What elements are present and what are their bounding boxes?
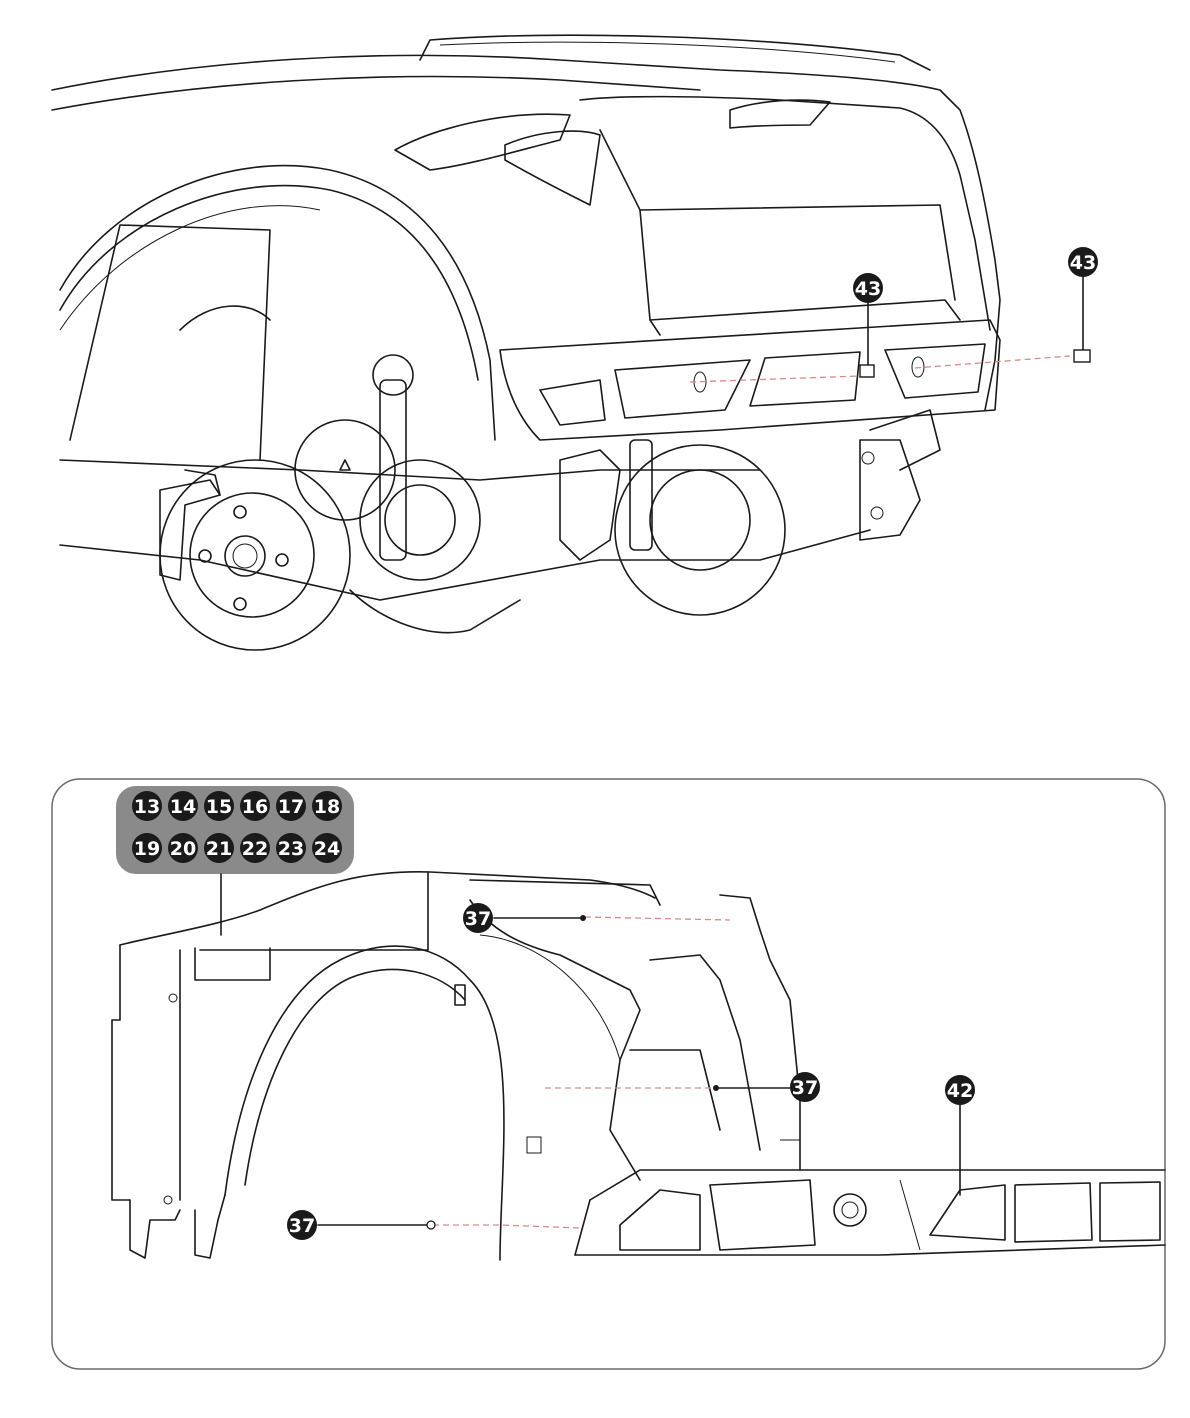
callout-label: 24 <box>314 838 340 860</box>
callout-badge: 43 <box>853 273 883 303</box>
callout-badge: 37 <box>287 1210 436 1240</box>
callout-label: 14 <box>170 796 196 818</box>
guide-line-bumper-center <box>689 375 861 383</box>
callout-label: 20 <box>170 838 196 860</box>
brake-disc <box>159 459 351 651</box>
callout-group-row-1: 13 14 15 16 17 18 <box>132 791 342 821</box>
callout-label: 23 <box>278 838 304 860</box>
callout-label: 13 <box>134 796 160 818</box>
detail-panel-frame <box>51 778 1166 1370</box>
bumper-cutout-middle <box>749 351 861 407</box>
guide-line-upper <box>584 916 731 921</box>
shock-absorber-right <box>629 439 653 551</box>
callout-label: 37 <box>465 908 491 930</box>
bumper-cutout-right <box>884 343 986 399</box>
callout-label: 17 <box>278 796 304 818</box>
callout-label: 43 <box>1070 252 1096 274</box>
vehicle-rear-illustration <box>51 34 1001 651</box>
callout-label: 37 <box>289 1215 315 1237</box>
rear-fender-part <box>111 871 661 1261</box>
callout-badge: 42 <box>945 1075 975 1196</box>
callout-label: 43 <box>855 278 881 300</box>
callout-label: 18 <box>314 796 340 818</box>
callout-label: 19 <box>134 838 160 860</box>
bumper-cutout-left <box>614 359 751 419</box>
callout-group-row-2: 19 20 21 22 23 24 <box>132 833 342 863</box>
callout-label: 22 <box>242 838 268 860</box>
callout-label: 16 <box>242 796 268 818</box>
bumper-bracket-part <box>574 894 1166 1256</box>
callout-label: 15 <box>206 796 232 818</box>
callout-badge: 37 <box>463 903 586 933</box>
callout-label: 42 <box>947 1080 973 1102</box>
callout-badge: 37 <box>713 1072 820 1102</box>
guide-line-bumper-right <box>914 355 1071 369</box>
callout-badge: 43 <box>1068 247 1098 277</box>
callout-label: 21 <box>206 838 232 860</box>
bolt-icon <box>1073 271 1091 363</box>
guide-line-lower <box>433 1224 581 1229</box>
bolt-icon <box>859 297 875 378</box>
callout-label: 37 <box>792 1077 818 1099</box>
shock-absorber-left <box>379 379 407 561</box>
